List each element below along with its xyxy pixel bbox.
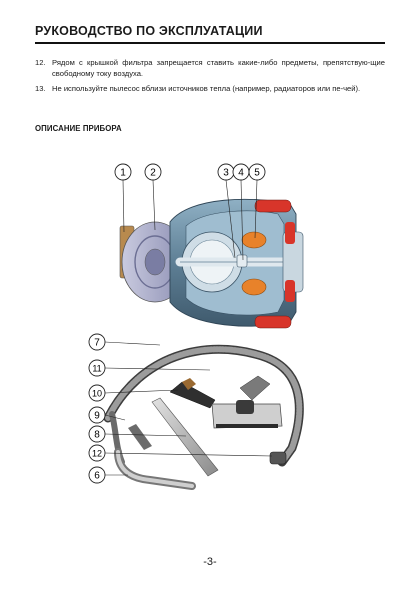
upper-leader-lines [122,179,258,261]
svg-text:8: 8 [94,430,100,441]
svg-text:11: 11 [92,364,101,374]
svg-text:6: 6 [94,471,100,482]
callout-1: 1 [114,163,132,181]
instruction-number: 12. [35,58,46,67]
svg-text:3: 3 [223,168,229,179]
lower-leader-lines [104,341,273,476]
instruction-item-13: 13. Не используйте пылесос вблизи источн… [35,83,385,94]
callout-7: 7 [88,333,106,351]
instruction-item-12: 12. Рядом с крышкой фильтра запрещается … [35,57,385,79]
svg-text:12: 12 [92,449,102,459]
callout-12: 12 [88,444,106,462]
callout-8: 8 [88,425,106,443]
instruction-text: Рядом с крышкой фильтра запрещается став… [52,58,385,78]
svg-text:7: 7 [94,338,100,349]
svg-text:5: 5 [254,168,260,179]
callout-5: 5 [248,163,266,181]
callout-9: 9 [88,406,106,424]
page-header: РУКОВОДСТВО ПО ЭКСПЛУАТАЦИИ [35,24,385,44]
callout-10: 10 [88,384,106,402]
instruction-number: 13. [35,84,46,93]
svg-text:10: 10 [92,389,102,399]
header-divider [35,42,385,44]
callout-6: 6 [88,466,106,484]
callout-11: 11 [88,359,106,377]
page-number: -3- [203,556,217,568]
svg-text:2: 2 [150,168,156,179]
header-title: РУКОВОДСТВО ПО ЭКСПЛУАТАЦИИ [35,24,263,38]
vacuum-body [119,198,304,329]
accessories [103,344,304,490]
callout-2: 2 [144,163,162,181]
callout-3: 3 [217,163,235,181]
svg-text:4: 4 [238,168,244,179]
svg-text:1: 1 [120,168,126,179]
section-title: ОПИСАНИЕ ПРИБОРА [35,124,122,133]
instruction-text: Не используйте пылесос вблизи источников… [52,84,361,93]
callout-4: 4 [232,163,250,181]
svg-text:9: 9 [94,411,100,422]
